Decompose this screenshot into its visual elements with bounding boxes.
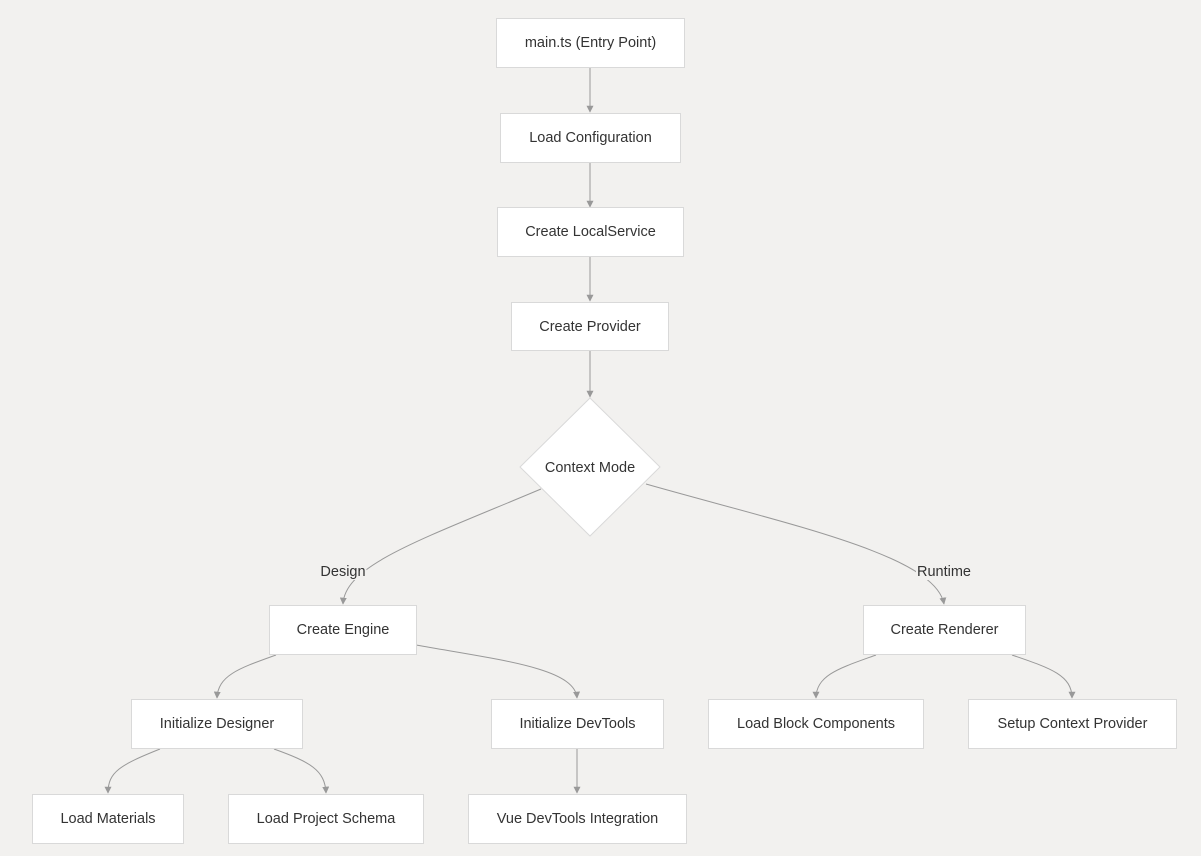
- node-vue-devtools-integration: Vue DevTools Integration: [468, 794, 687, 844]
- node-initialize-designer: Initialize Designer: [131, 699, 303, 749]
- edge-label-design: Design: [319, 564, 367, 580]
- node-context-mode: Context Mode: [544, 460, 636, 476]
- edge-renderer-to-context-provider: [1011, 654, 1076, 699]
- edge-label-runtime: Runtime: [916, 564, 972, 580]
- node-create-engine: Create Engine: [269, 605, 417, 655]
- node-load-configuration: Load Configuration: [500, 113, 681, 163]
- edge-init-designer-to-project-schema: [273, 748, 330, 794]
- edge-context-mode-to-engine: [339, 488, 542, 605]
- context-mode-diamond: [519, 397, 661, 537]
- node-load-materials: Load Materials: [32, 794, 184, 844]
- node-load-block-components: Load Block Components: [708, 699, 924, 749]
- node-initialize-devtools: Initialize DevTools: [491, 699, 664, 749]
- edge-context-mode-to-renderer: [645, 483, 947, 605]
- edge-engine-to-init-designer: [213, 654, 277, 699]
- node-setup-context-provider: Setup Context Provider: [968, 699, 1177, 749]
- edge-renderer-to-block-components: [812, 654, 877, 699]
- edge-engine-to-init-devtools: [415, 644, 581, 699]
- node-entry-point: main.ts (Entry Point): [496, 18, 685, 68]
- node-load-project-schema: Load Project Schema: [228, 794, 424, 844]
- edge-init-designer-to-materials: [104, 748, 161, 794]
- node-create-provider: Create Provider: [511, 302, 669, 351]
- node-create-renderer: Create Renderer: [863, 605, 1026, 655]
- node-create-local-service: Create LocalService: [497, 207, 684, 257]
